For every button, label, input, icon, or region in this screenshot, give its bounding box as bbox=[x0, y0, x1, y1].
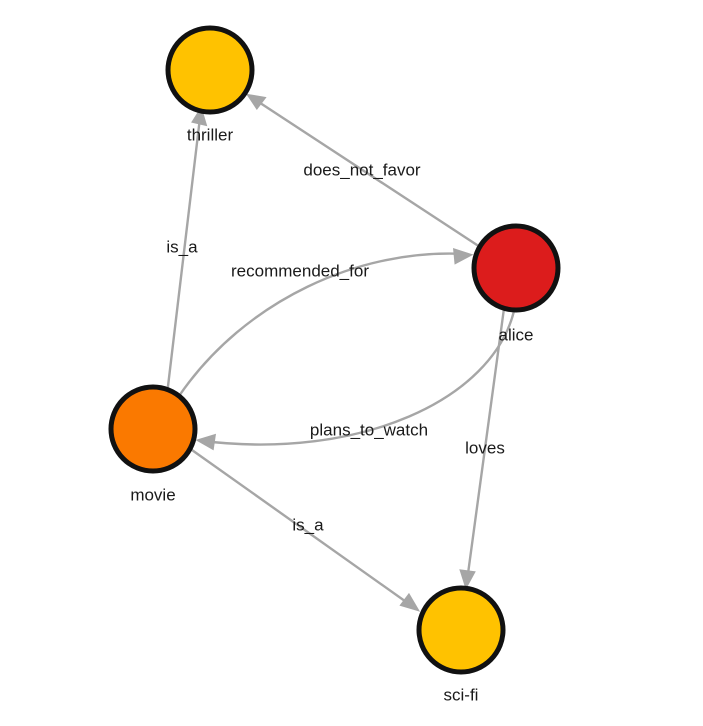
node-alice[interactable] bbox=[471, 223, 561, 313]
edge-line bbox=[250, 96, 481, 248]
edge-label-movie-is-a-thriller: is_a bbox=[166, 237, 198, 256]
node-label-sci-fi: sci-fi bbox=[444, 685, 479, 704]
edges-layer bbox=[166, 93, 516, 612]
edge-line bbox=[465, 307, 506, 584]
node-label-thriller: thriller bbox=[187, 125, 234, 144]
node-labels-layer: thriller alice movie sci-fi bbox=[130, 125, 533, 704]
edge-line bbox=[166, 111, 202, 390]
node-movie[interactable] bbox=[108, 384, 198, 474]
arrowhead-icon bbox=[191, 106, 208, 127]
arrowhead-icon bbox=[453, 248, 474, 265]
node-label-alice: alice bbox=[499, 325, 534, 344]
arrowhead-icon bbox=[195, 433, 216, 451]
edge-label-recommended-for: recommended_for bbox=[231, 261, 369, 280]
node-sci-fi[interactable] bbox=[416, 585, 506, 675]
node-label-movie: movie bbox=[130, 485, 175, 504]
arrowhead-icon bbox=[459, 569, 476, 590]
edge-does-not-favor[interactable] bbox=[246, 93, 481, 248]
edge-label-movie-is-a-scifi: is_a bbox=[292, 515, 324, 534]
edge-recommended-for[interactable] bbox=[177, 248, 474, 398]
edge-movie-is-a-scifi[interactable] bbox=[188, 447, 421, 612]
edge-line bbox=[177, 252, 468, 398]
node-thriller[interactable] bbox=[165, 25, 255, 115]
edge-labels-layer: does_not_favor is_a recommended_for plan… bbox=[166, 160, 504, 534]
nodes-layer bbox=[108, 25, 561, 675]
edge-movie-is-a-thriller[interactable] bbox=[166, 106, 208, 390]
edge-line bbox=[188, 447, 416, 609]
arrowhead-icon bbox=[246, 93, 267, 110]
edge-label-plans-to-watch: plans_to_watch bbox=[310, 420, 428, 439]
arrowhead-icon bbox=[399, 592, 421, 612]
edge-loves[interactable] bbox=[459, 307, 506, 590]
edge-label-loves: loves bbox=[465, 438, 505, 457]
edge-label-does-not-favor: does_not_favor bbox=[303, 160, 421, 179]
